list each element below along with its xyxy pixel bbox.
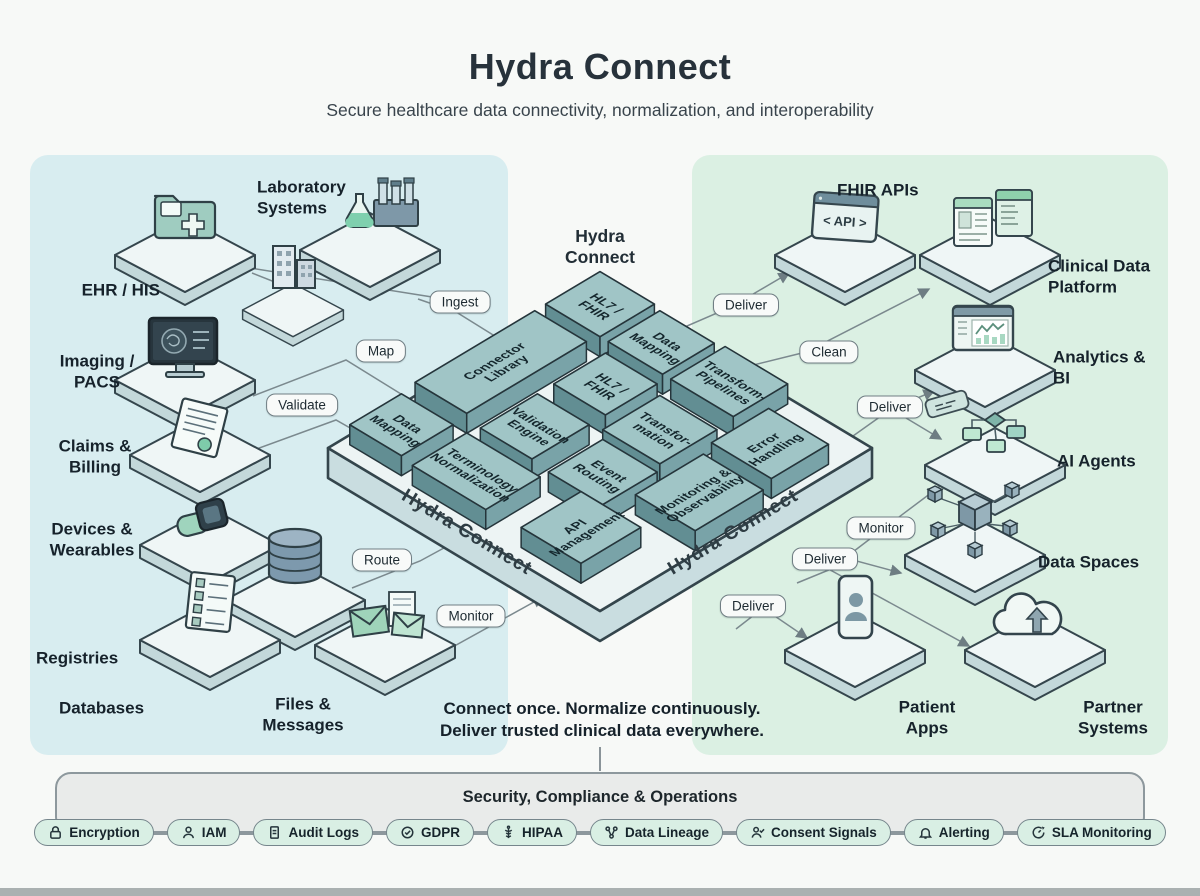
station-files-messages	[314, 591, 456, 696]
pill-gdpr: GDPR	[385, 819, 474, 846]
flow-badge-monitor-left: Monitor	[436, 604, 506, 628]
lineage-icon	[604, 825, 619, 840]
flow-badge-route: Route	[351, 548, 413, 572]
label-ehr-his: EHR / HIS	[81, 280, 160, 300]
label-analytics-bi: Analytics & BI	[1053, 347, 1146, 387]
flow-badge-map: Map	[355, 339, 407, 363]
security-bar-title: Security, Compliance & Operations	[462, 788, 738, 806]
pill-alerting: Alerting	[903, 819, 1004, 846]
hub-title: Hydra Connect	[565, 226, 635, 267]
label-data-spaces: Data Spaces	[1038, 552, 1140, 572]
pill-iam: IAM	[166, 819, 241, 846]
user-check-icon	[750, 825, 765, 840]
check-badge-icon	[400, 825, 415, 840]
station-clinical-data-platform	[919, 189, 1061, 306]
analytics-dashboard-icon	[951, 304, 1015, 352]
station-database	[224, 527, 366, 651]
flow-badge-deliver-dataspaces: Deliver	[791, 547, 859, 571]
bottom-edge-strip	[0, 888, 1200, 896]
pill-label: Consent Signals	[771, 825, 877, 840]
pill-consent-signals: Consent Signals	[736, 819, 891, 846]
database-icon	[267, 527, 323, 585]
api-window-icon: < API >	[810, 190, 880, 244]
label-patient-apps: Patient Apps	[898, 697, 956, 737]
api-window-text: < API >	[823, 212, 868, 230]
station-patient-apps	[784, 574, 926, 701]
station-building	[241, 245, 345, 347]
pill-label: HIPAA	[521, 825, 563, 840]
lock-icon	[48, 825, 63, 840]
cubes-network-icon	[927, 481, 1020, 559]
user-icon	[181, 825, 196, 840]
pill-label: Audit Logs	[288, 825, 359, 840]
flow-badge-deliver-patient: Deliver	[719, 594, 787, 618]
station-fhir-apis: < API >	[774, 190, 916, 306]
station-ai-agents	[924, 411, 1066, 516]
station-analytics-bi	[914, 304, 1056, 421]
medical-folder-icon	[153, 194, 217, 240]
label-ai-agents: AI Agents	[1057, 451, 1136, 471]
station-claims-billing	[129, 397, 271, 506]
flow-badge-ingest: Ingest	[429, 290, 491, 314]
station-registries	[139, 571, 281, 691]
station-imaging-pacs	[114, 316, 256, 431]
flow-badge-monitor-right: Monitor	[846, 516, 916, 540]
building-icon	[272, 245, 316, 289]
pill-label: Data Lineage	[625, 825, 710, 840]
pill-label: Encryption	[69, 825, 140, 840]
claims-document-icon	[170, 397, 229, 459]
checklist-icon	[184, 571, 237, 633]
page-subtitle: Secure healthcare data connectivity, nor…	[326, 100, 874, 120]
station-data-spaces	[904, 481, 1046, 606]
page-title: Hydra Connect	[468, 46, 732, 87]
station-ehr-his	[114, 194, 256, 306]
station-laboratory	[299, 177, 441, 301]
pill-data-lineage: Data Lineage	[590, 819, 724, 846]
label-databases: Databases	[59, 698, 145, 718]
flowchart-icon	[962, 411, 1026, 453]
label-imaging-pacs: Imaging / PACS	[59, 351, 135, 391]
label-files-messages: Files & Messages	[262, 694, 344, 734]
tagline: Connect once. Normalize continuously. De…	[439, 699, 765, 741]
document-icon	[267, 825, 282, 840]
label-devices-wearables: Devices & Wearables	[49, 519, 135, 559]
caduceus-icon	[501, 825, 516, 840]
sla-gauge-icon	[1031, 825, 1046, 840]
envelopes-icon	[348, 591, 426, 639]
pill-encryption: Encryption	[34, 819, 154, 846]
label-laboratory: Laboratory Systems	[257, 177, 346, 217]
label-clinical-data-platform: Clinical Data Platform	[1048, 256, 1151, 296]
lab-tubes-icon	[345, 177, 419, 228]
imaging-monitor-icon	[147, 316, 219, 378]
smartwatch-icon	[176, 497, 229, 537]
cloud-upload-icon	[992, 592, 1063, 636]
flow-badge-clean: Clean	[799, 340, 859, 364]
flow-badge-deliver-analytics: Deliver	[856, 395, 924, 419]
flow-badge-validate: Validate	[266, 393, 338, 417]
label-fhir-apis: FHIR APIs	[837, 180, 919, 200]
station-partner-systems	[964, 592, 1106, 701]
mobile-phone-icon	[837, 574, 874, 640]
flow-badge-deliver-fhir: Deliver	[712, 293, 780, 317]
pill-label: Alerting	[938, 825, 990, 840]
pill-audit-logs: Audit Logs	[253, 819, 373, 846]
pill-hipaa: HIPAA	[486, 819, 577, 846]
pill-sla-monitoring: SLA Monitoring	[1016, 819, 1166, 846]
station-devices-wearables	[139, 497, 281, 596]
pill-label: IAM	[201, 825, 227, 840]
bell-icon	[918, 825, 933, 840]
label-claims-billing: Claims & Billing	[58, 436, 132, 476]
relay-badge	[924, 389, 970, 419]
pill-label: GDPR	[420, 825, 460, 840]
browser-windows-icon	[953, 189, 1033, 247]
label-registries: Registries	[36, 648, 119, 668]
security-pills: Encryption IAM Audit Logs GDPR HIPAA Dat…	[34, 819, 1166, 846]
label-partner-systems: Partner Systems	[1078, 697, 1148, 737]
pill-label: SLA Monitoring	[1051, 825, 1152, 840]
